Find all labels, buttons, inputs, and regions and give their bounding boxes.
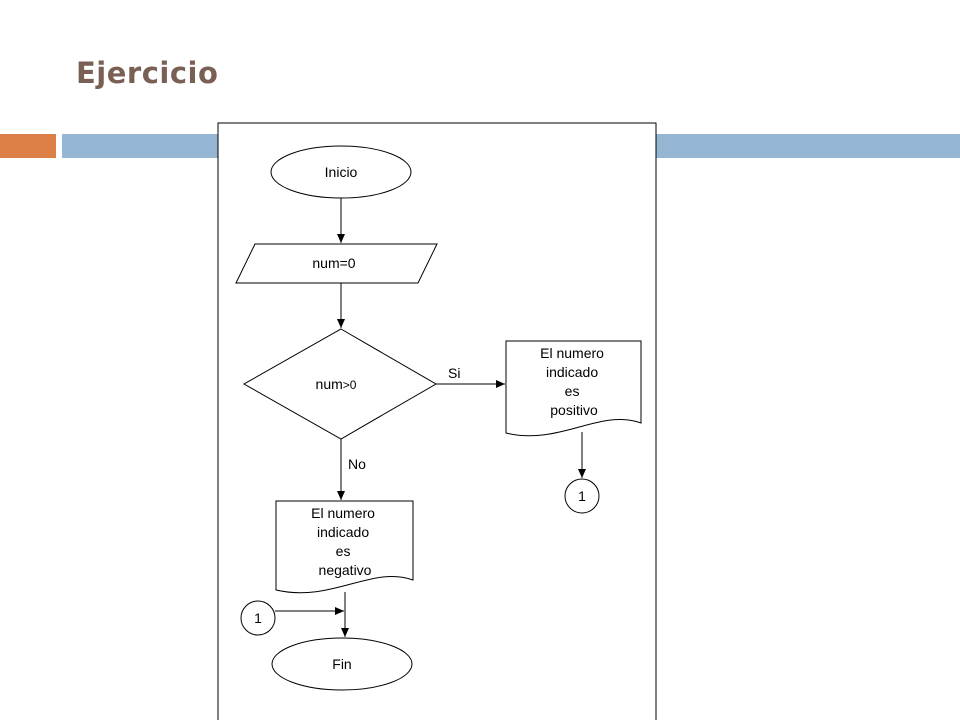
decision-label: num>0	[316, 376, 357, 392]
output-positive-document: El numero indicado es positivo	[505, 340, 642, 437]
connector-in-label: 1	[254, 610, 262, 626]
connector-in: 1	[240, 600, 276, 636]
output-negative-document: El numero indicado es negativo	[275, 500, 414, 594]
end-label: Fin	[332, 656, 351, 672]
output-negative-text: El numero indicado es negativo	[311, 505, 379, 578]
connector-out: 1	[564, 478, 600, 514]
input-parallelogram: num=0	[235, 243, 438, 284]
start-terminal: Inicio	[270, 145, 412, 199]
decision-diamond: num>0	[242, 328, 437, 440]
branch-yes-label: Si	[448, 365, 460, 381]
end-terminal: Fin	[271, 637, 413, 691]
output-positive-text: El numero indicado es positivo	[540, 345, 608, 418]
start-label: Inicio	[325, 164, 358, 180]
connector-out-label: 1	[578, 488, 586, 504]
slide-title: Ejercicio	[76, 56, 219, 90]
accent-bar-orange	[0, 134, 56, 158]
input-label: num=0	[312, 255, 355, 271]
branch-no-label: No	[348, 456, 366, 472]
